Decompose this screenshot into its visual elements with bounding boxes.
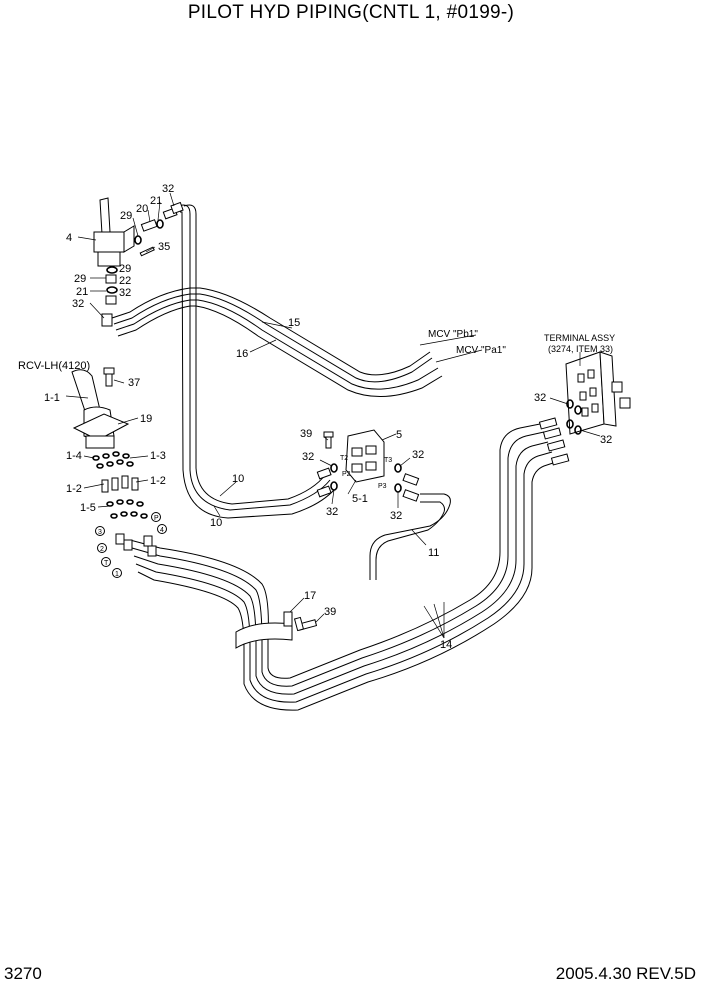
port-mark-t3: T3: [384, 457, 392, 464]
pipe-15-16: [111, 287, 443, 398]
callout-32: 32: [412, 449, 424, 461]
callout-22: 22: [119, 275, 131, 287]
callout-21: 21: [76, 286, 88, 298]
leader-lines: [65, 192, 601, 639]
note-mcv-pb1: MCV "Pb1": [428, 329, 478, 340]
callout-19: 19: [140, 413, 152, 425]
callout-5: 5: [396, 429, 402, 441]
callout-10: 10: [232, 473, 244, 485]
notes: MCV "Pb1" MCV "Pa1" TERMINAL ASSY (3274,…: [428, 329, 615, 356]
callout-39: 39: [324, 606, 336, 618]
callout-32: 32: [162, 183, 174, 195]
rcv-lh: [71, 367, 130, 449]
callout-32: 32: [390, 510, 402, 522]
port-mark-p2: P2: [342, 471, 351, 478]
callout-17: 17: [304, 590, 316, 602]
callout-32: 32: [119, 287, 131, 299]
port-marks: 3 2 T 1 P 4 T2 P2 T3 P3: [98, 455, 392, 578]
callout-1-2: 1-2: [150, 475, 166, 487]
pipe-14-bundle: [129, 423, 557, 711]
callout-11: 11: [428, 547, 439, 559]
callout-4: 4: [66, 232, 72, 244]
callout-37: 37: [128, 377, 140, 389]
callout-32: 32: [302, 451, 314, 463]
port-mark-3: 3: [98, 529, 102, 536]
port-circles: [95, 512, 167, 578]
callout-1-2: 1-2: [66, 483, 82, 495]
pipe-11: [369, 493, 451, 580]
manifold-fittings: [316, 463, 420, 502]
callout-15: 15: [288, 317, 300, 329]
callout-32: 32: [72, 298, 84, 310]
callout-1-5: 1-5: [80, 502, 96, 514]
callout-1-1: 1-1: [44, 392, 60, 404]
port-mark-t: T: [104, 560, 109, 567]
port-mark-p3: P3: [378, 483, 387, 490]
pilot-valve-4: [93, 197, 135, 267]
pilot-valve-fittings: [101, 201, 184, 327]
callout-35: 35: [158, 241, 170, 253]
callout-5-1: 5-1: [352, 493, 368, 505]
terminal-fittings: [538, 399, 582, 466]
callout-20: 20: [136, 203, 148, 215]
bolt-39-lower: [293, 616, 318, 632]
callout-1-3: 1-3: [150, 450, 166, 462]
rcv-fittings: [92, 451, 157, 557]
callout-16: 16: [236, 348, 248, 360]
clamp-17: [235, 611, 293, 649]
callout-32: 32: [600, 434, 612, 446]
port-mark-2: 2: [100, 546, 104, 553]
manifold-5: [323, 429, 385, 483]
callout-32: 32: [326, 506, 338, 518]
callouts: 32 29 20 21 4 35 29 29 22 21 32 32 15 16…: [18, 183, 612, 651]
pipe-10: [177, 204, 335, 519]
revision-date: 2005.4.30 REV.5D: [555, 964, 696, 983]
port-mark-t2: T2: [340, 455, 348, 462]
callout-14: 14: [440, 639, 452, 651]
note-terminal-assy: TERMINAL ASSY: [544, 333, 615, 343]
callout-29: 29: [119, 263, 131, 275]
page-title: PILOT HYD PIPING(CNTL 1, #0199-): [187, 2, 515, 23]
callout-1-4: 1-4: [66, 450, 82, 462]
callout-rcv-lh: RCV-LH(4120): [18, 360, 90, 372]
callout-21: 21: [150, 195, 162, 207]
callout-29: 29: [74, 273, 86, 285]
callout-39: 39: [300, 428, 312, 440]
callout-10: 10: [210, 517, 222, 529]
note-mcv-pa1: MCV "Pa1": [456, 345, 506, 356]
port-mark-4: 4: [160, 527, 164, 534]
callout-32: 32: [534, 392, 546, 404]
note-terminal-item: (3274, ITEM 33): [548, 344, 613, 354]
page-number: 3270: [4, 964, 42, 983]
port-mark-p: P: [154, 515, 159, 522]
callout-29: 29: [120, 210, 132, 222]
terminal-assy: [565, 351, 631, 435]
port-mark-1: 1: [115, 571, 119, 578]
